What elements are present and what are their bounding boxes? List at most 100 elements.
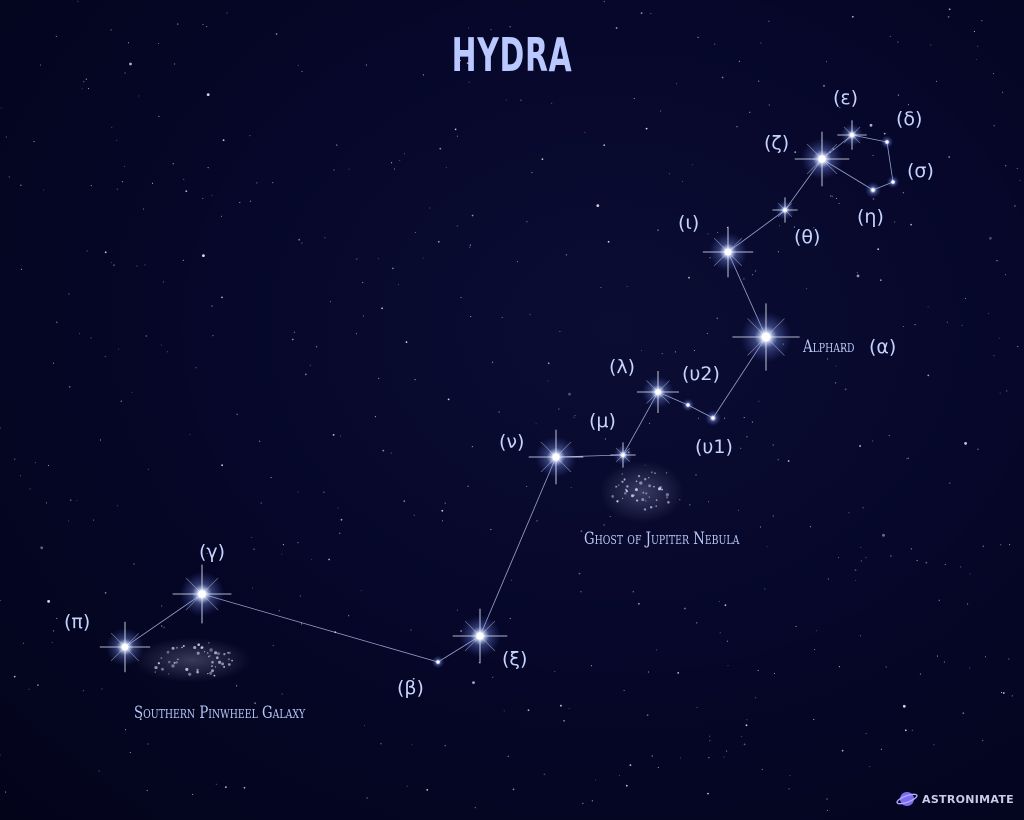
cluster-dot [634,488,638,492]
background-star [441,509,444,512]
background-star [890,555,892,557]
background-star [766,545,768,548]
background-star [147,743,149,745]
background-star [144,264,146,266]
star-beta [431,655,445,669]
star-gamma [172,564,232,624]
background-star [391,162,393,164]
background-star [362,315,365,317]
cluster-dot [207,672,209,675]
background-star [221,464,224,467]
background-star [910,548,912,550]
background-star [835,197,837,199]
background-star [948,8,951,11]
background-star [563,719,565,722]
background-star [124,72,126,74]
background-star [755,697,757,699]
background-star [298,238,301,241]
background-star [935,80,938,82]
background-star [311,559,313,561]
background-star [363,724,366,727]
background-star [206,26,208,28]
background-star [760,42,762,44]
background-star [28,688,30,690]
background-star [83,81,85,83]
background-star [696,622,698,624]
background-star [55,35,57,37]
background-star [1002,91,1004,93]
background-star [879,279,882,282]
background-star [743,278,745,280]
background-star [1005,165,1007,167]
background-star [527,709,530,712]
star-label-nu: (ν) [499,431,525,453]
cluster-dot [209,648,213,652]
background-star [578,572,581,575]
background-star [570,486,572,488]
background-star [582,802,584,804]
background-star [207,167,209,169]
background-star [907,457,909,459]
background-star [650,13,652,15]
cluster-dot [617,484,620,486]
star-alpha [732,303,800,371]
star-zeta [794,131,850,187]
background-star [717,232,719,234]
background-star [469,244,471,246]
background-star [127,42,129,44]
background-star [0,600,1,602]
background-star [297,542,299,544]
background-star [174,63,176,65]
background-star [79,333,81,335]
background-star [456,225,458,227]
cluster-dot [615,485,617,488]
background-star [138,95,140,97]
background-star [185,190,188,193]
cluster-dot [223,665,226,668]
background-star [793,226,795,228]
background-star [254,702,256,705]
background-star [1008,658,1010,660]
background-star [136,265,138,267]
cluster-dot [645,500,647,502]
constellation-title: HYDRA [451,28,573,82]
background-star [695,474,697,476]
background-star [806,288,808,290]
background-star [851,15,854,18]
background-star [404,153,406,155]
background-star [603,1,605,3]
background-star [716,317,718,319]
cluster-dot [157,662,160,665]
cluster-dot [648,484,651,488]
background-star [526,485,528,488]
background-star [902,326,904,328]
background-star [413,514,415,516]
background-star [56,321,58,323]
star-upsilon2 [681,398,695,412]
cluster-dot [611,494,615,498]
background-star [278,610,280,612]
background-star [831,195,834,198]
background-star [718,601,720,603]
background-star [889,35,891,37]
background-star [788,788,790,790]
background-star [40,546,44,550]
background-star [139,718,142,720]
background-star [882,533,885,537]
background-star [736,126,738,128]
background-star [607,240,610,243]
background-star [684,607,686,610]
cluster-dot [227,658,231,661]
background-star [999,392,1001,394]
background-star [962,712,965,715]
background-star [474,807,476,809]
background-star [121,181,123,183]
background-star [362,282,364,284]
background-star [512,788,515,791]
cluster-dot [166,650,170,654]
background-star [768,20,770,22]
background-star [902,192,904,194]
background-star [202,254,205,257]
background-star [20,268,23,270]
background-star [510,38,512,40]
